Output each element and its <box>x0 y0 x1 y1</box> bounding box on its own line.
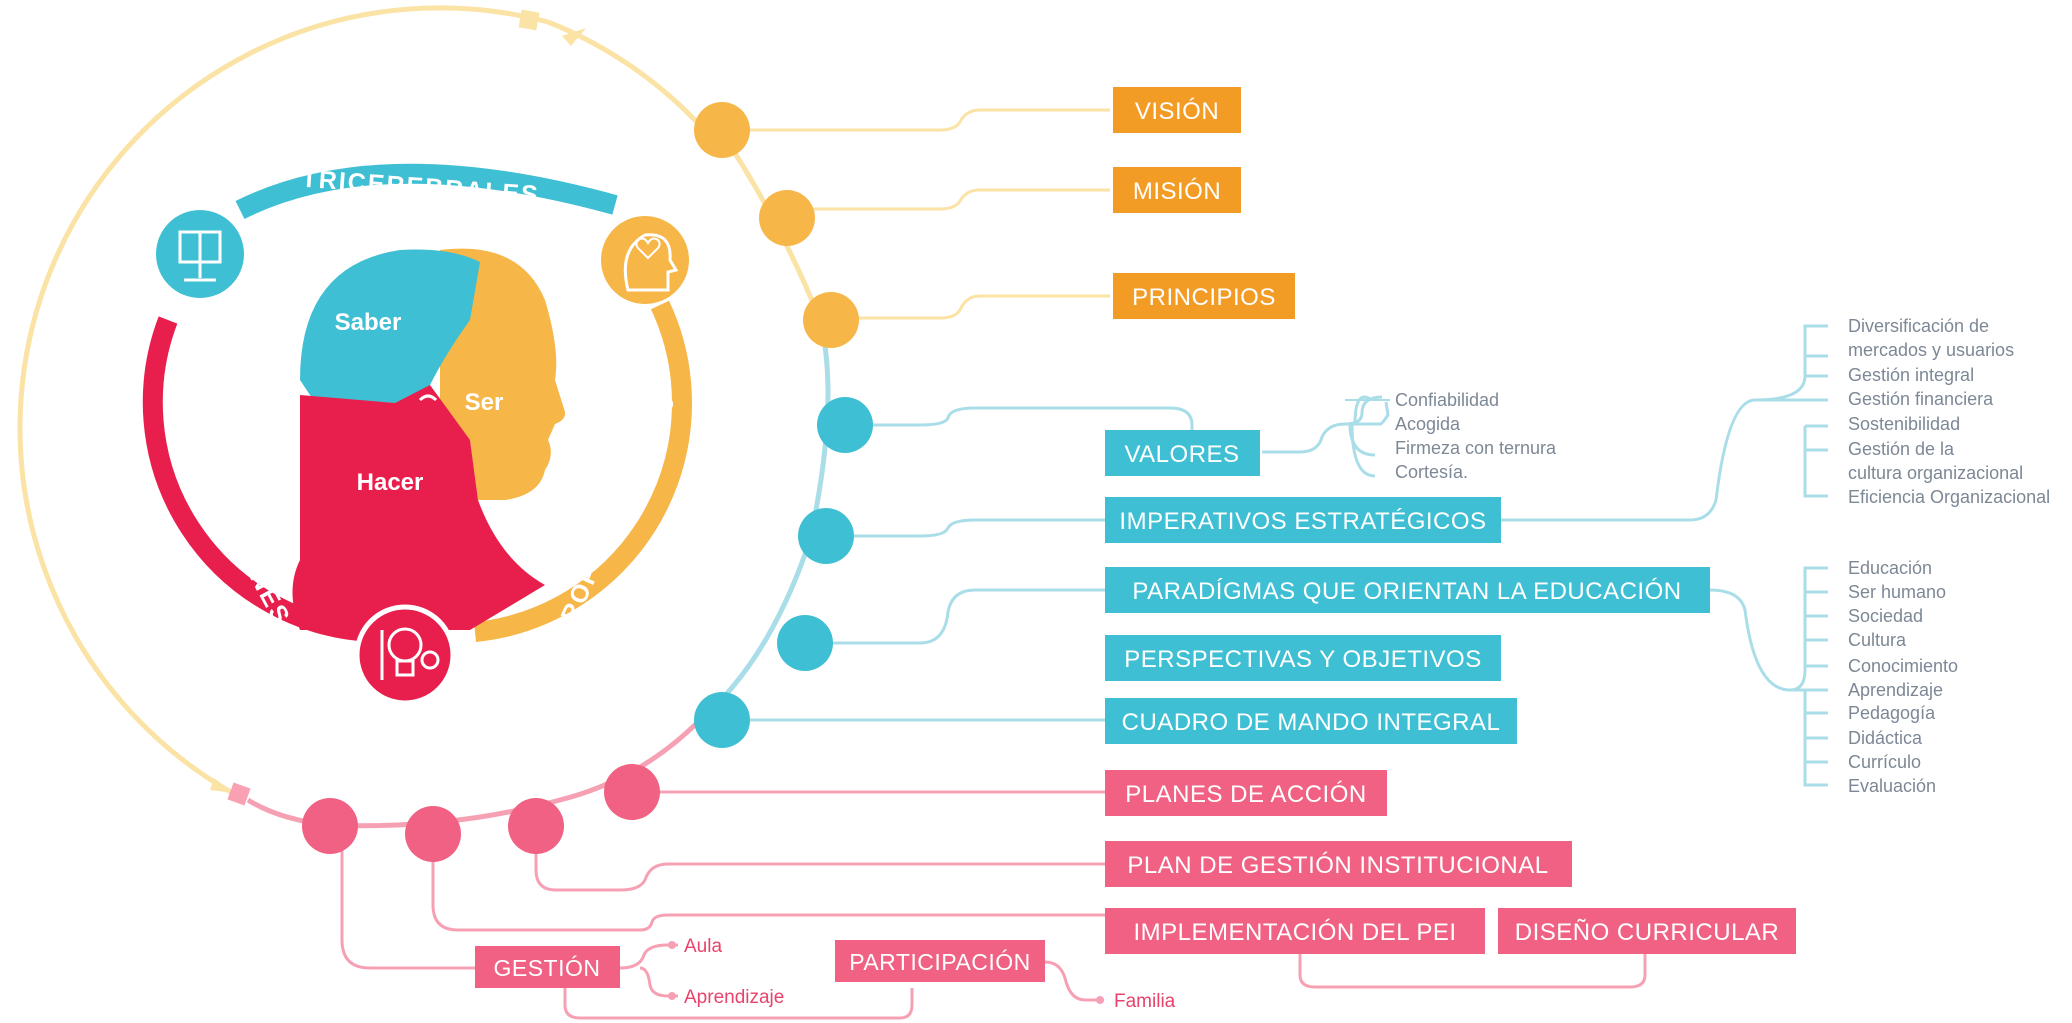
imperativos-item: cultura organizacional <box>1848 463 2023 483</box>
tricerebral-figure: TRICEREBRALES DIMENSIONES PROPORCIONALES… <box>142 163 692 706</box>
box-principios-label: PRINCIPIOS <box>1132 284 1276 311</box>
box-gestion: GESTIÓN <box>475 946 620 988</box>
paradigmas-list: Educación Ser humano Sociedad Cultura Co… <box>1848 558 1958 796</box>
imperativos-item: Gestión integral <box>1848 365 1974 385</box>
head-saber-label: Saber <box>335 309 402 336</box>
box-participacion-label: PARTICIPACIÓN <box>849 949 1031 975</box>
valores-list: Confiabilidad Acogida Firmeza con ternur… <box>1345 390 1557 482</box>
box-mision: MISIÓN <box>1113 167 1241 213</box>
imperativos-item: Gestión de la <box>1848 439 1955 459</box>
valores-item: Cortesía. <box>1395 462 1468 482</box>
valores-item: Acogida <box>1395 414 1461 434</box>
valores-item: Confiabilidad <box>1395 390 1499 410</box>
spine-nodes <box>302 102 873 862</box>
paradigmas-item: Evaluación <box>1848 776 1936 796</box>
box-valores-label: VALORES <box>1124 441 1239 468</box>
box-vision-label: VISIÓN <box>1135 98 1219 125</box>
paradigmas-item: Ser humano <box>1848 582 1946 602</box>
box-mision-label: MISIÓN <box>1133 178 1221 205</box>
paradigmas-item: Currículo <box>1848 752 1921 772</box>
gestion-item-aula: Aula <box>684 936 722 957</box>
imperativos-list: Diversificación de mercados y usuarios G… <box>1848 316 2050 507</box>
node-mision <box>759 190 815 246</box>
node-plan-gestion <box>508 798 564 854</box>
box-participacion: PARTICIPACIÓN <box>835 940 1045 982</box>
node-vision <box>694 102 750 158</box>
box-planes-label: PLANES DE ACCIÓN <box>1125 781 1366 808</box>
imperativos-item: Eficiencia Organizacional <box>1848 487 2050 507</box>
arc-square-top-icon <box>518 9 540 31</box>
node-cuadro <box>694 692 750 748</box>
outer-cycle-arc <box>17 5 708 806</box>
paradigmas-item: Pedagogía <box>1848 703 1936 723</box>
head-saber <box>300 249 480 410</box>
gestion-list: Aula Aprendizaje Familia <box>668 936 1176 1012</box>
box-plan-gestion: PLAN DE GESTIÓN INSTITUCIONAL <box>1105 841 1572 887</box>
paradigmas-item: Sociedad <box>1848 606 1923 626</box>
connectors <box>340 108 1828 1020</box>
paradigmas-item: Didáctica <box>1848 728 1923 748</box>
book-on-stand-icon <box>156 210 244 298</box>
imperativos-item: Gestión financiera <box>1848 389 1994 409</box>
node-paradigmas <box>777 615 833 671</box>
box-perspectivas-label: PERSPECTIVAS Y OBJETIVOS <box>1124 646 1481 673</box>
box-imperativos: IMPERATIVOS ESTRATÉGICOS <box>1105 497 1501 543</box>
paradigmas-item: Cultura <box>1848 630 1907 650</box>
arc-arrow-top-icon <box>562 28 586 46</box>
paradigmas-item: Conocimiento <box>1848 656 1958 676</box>
box-valores: VALORES <box>1105 430 1260 476</box>
box-paradigmas-label: PARADÍGMAS QUE ORIENTAN LA EDUCACIÓN <box>1132 578 1681 605</box>
valores-item: Firmeza con ternura <box>1395 438 1557 458</box>
gestion-item-aprendizaje: Aprendizaje <box>684 987 784 1008</box>
node-valores <box>817 397 873 453</box>
box-diseno: DISEÑO CURRICULAR <box>1498 908 1796 954</box>
node-principios <box>803 292 859 348</box>
ring-top-arc <box>235 163 618 219</box>
node-gestion <box>302 798 358 854</box>
box-vision: VISIÓN <box>1113 87 1241 133</box>
head-heart-icon <box>601 216 689 304</box>
box-principios: PRINCIPIOS <box>1113 273 1295 319</box>
imperativos-item: mercados y usuarios <box>1848 340 2014 360</box>
box-perspectivas: PERSPECTIVAS Y OBJETIVOS <box>1105 635 1501 681</box>
box-plan-gestion-label: PLAN DE GESTIÓN INSTITUCIONAL <box>1127 852 1548 879</box>
box-paradigmas: PARADÍGMAS QUE ORIENTAN LA EDUCACIÓN <box>1105 567 1710 613</box>
head-ser-label: Ser <box>465 389 504 416</box>
paradigmas-item: Educación <box>1848 558 1932 578</box>
box-implementacion-label: IMPLEMENTACIÓN DEL PEI <box>1133 919 1456 946</box>
box-cuadro-label: CUADRO DE MANDO INTEGRAL <box>1122 709 1501 736</box>
head-hacer <box>292 385 545 630</box>
gestion-item-familia: Familia <box>1114 991 1176 1012</box>
node-planes <box>604 764 660 820</box>
box-diseno-label: DISEÑO CURRICULAR <box>1515 919 1780 946</box>
imperativos-item: Diversificación de <box>1848 316 1989 336</box>
box-imperativos-label: IMPERATIVOS ESTRATÉGICOS <box>1119 508 1486 535</box>
ring-right-arc <box>473 300 692 642</box>
paradigmas-item: Aprendizaje <box>1848 680 1943 700</box>
box-gestion-label: GESTIÓN <box>493 955 600 981</box>
lightbulb-gear-pencil-icon <box>354 604 456 706</box>
box-planes: PLANES DE ACCIÓN <box>1105 770 1387 816</box>
node-implementacion <box>405 806 461 862</box>
arc-square-bottom-icon <box>227 782 251 806</box>
head-hacer-label: Hacer <box>357 469 424 496</box>
node-imperativos <box>798 508 854 564</box>
imperativos-item: Sostenibilidad <box>1848 414 1960 434</box>
box-implementacion: IMPLEMENTACIÓN DEL PEI <box>1105 908 1485 954</box>
arc-arrow-bottom-icon <box>210 778 234 793</box>
box-cuadro: CUADRO DE MANDO INTEGRAL <box>1105 698 1517 744</box>
